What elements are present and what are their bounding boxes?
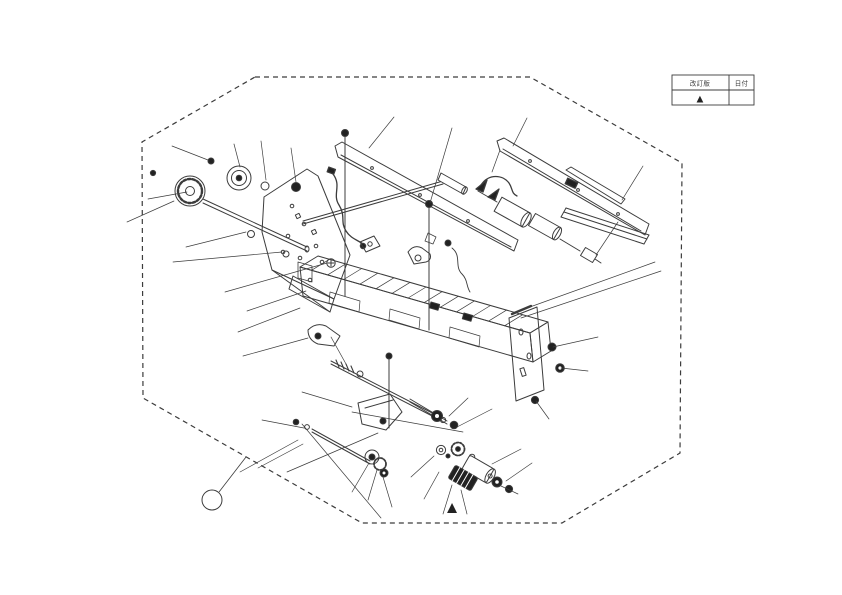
spring-rod bbox=[330, 359, 447, 424]
screw-icon bbox=[149, 157, 336, 268]
separation-roller-icon bbox=[448, 465, 478, 491]
footnote-triangle-icon: ▲ bbox=[444, 498, 461, 517]
wire-harness-left bbox=[326, 166, 367, 250]
upper-left-rail bbox=[334, 141, 519, 252]
revision-table: 改訂版 日付 ▲ bbox=[671, 74, 755, 106]
idler-shaft bbox=[409, 398, 459, 430]
sensor-bracket bbox=[359, 232, 471, 293]
right-mount-bracket bbox=[508, 304, 565, 405]
pickup-roller-cluster bbox=[435, 441, 514, 494]
channel-rail bbox=[560, 207, 650, 245]
pivot-bracket bbox=[357, 393, 403, 431]
carriage-rod bbox=[302, 172, 468, 225]
revision-triangle-icon: ▲ bbox=[694, 94, 705, 106]
revision-header-label: 改訂版 bbox=[690, 79, 711, 88]
latch-lever bbox=[307, 324, 341, 347]
thin-strip-rail bbox=[565, 166, 626, 205]
lower-left-shaft bbox=[292, 418, 389, 478]
feed-frame-chassis bbox=[297, 255, 552, 363]
date-header-label: 日付 bbox=[735, 79, 749, 88]
upper-right-rail bbox=[496, 137, 650, 236]
leader-lines bbox=[126, 116, 662, 519]
left-side-plate bbox=[261, 168, 351, 313]
callout-balloon bbox=[201, 456, 247, 511]
feed-roller-shaft bbox=[477, 190, 602, 264]
dashed-border bbox=[141, 76, 683, 524]
long-screw-icon bbox=[341, 129, 433, 429]
left-pulley-cluster bbox=[149, 157, 336, 268]
wire-harness-right bbox=[475, 175, 579, 201]
